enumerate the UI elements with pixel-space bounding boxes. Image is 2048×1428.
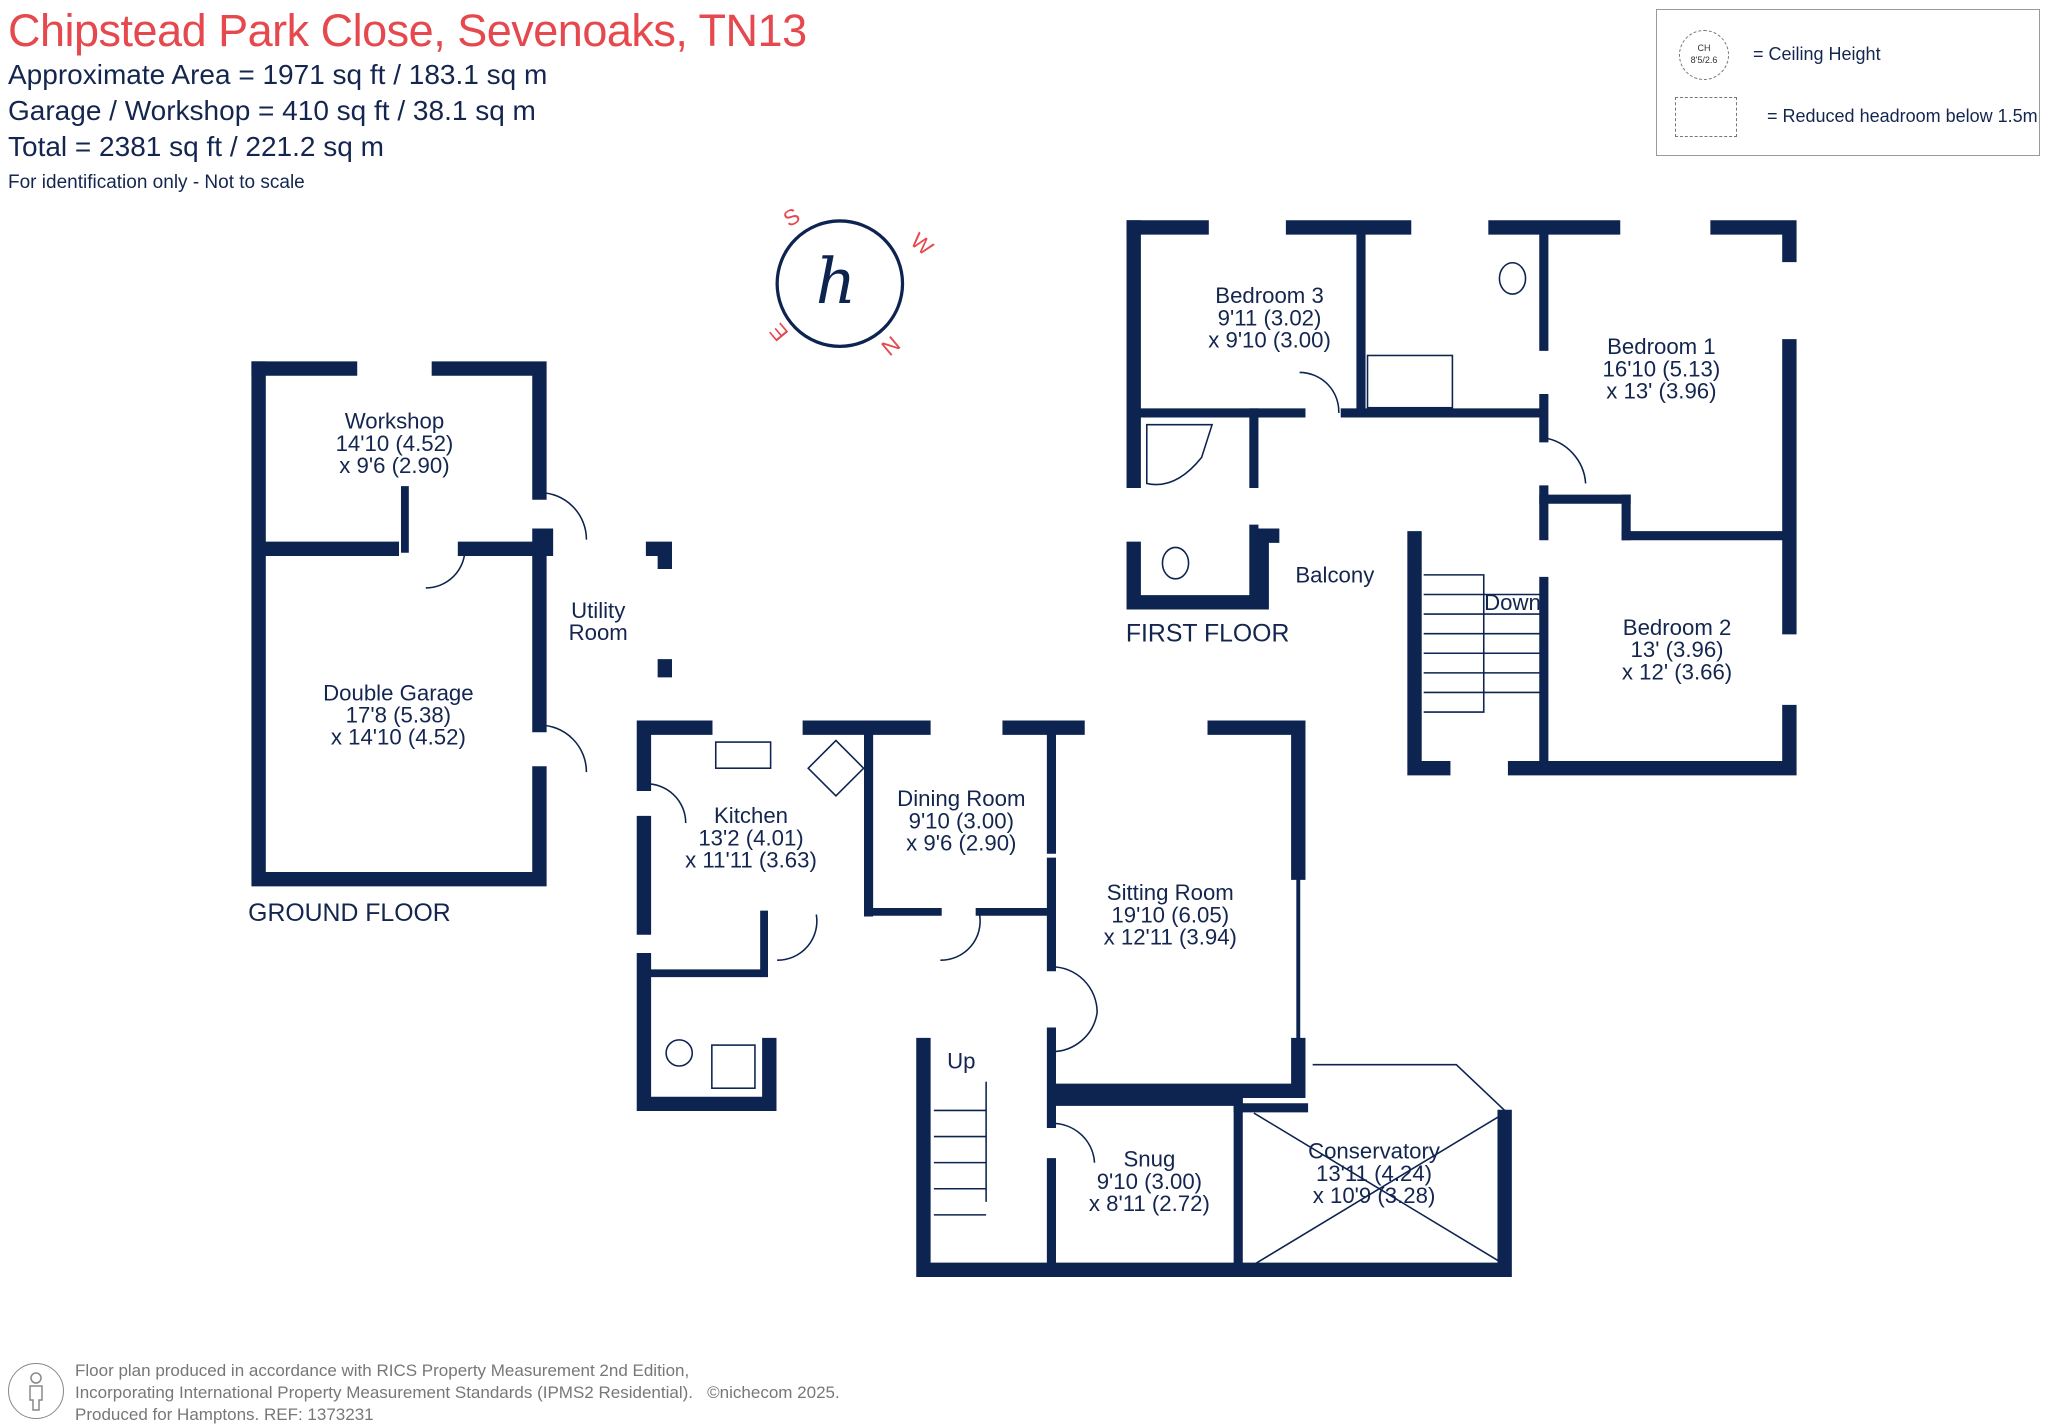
room-dimension: 16'10 (5.13) (1603, 356, 1721, 381)
logo-mark: h (816, 245, 856, 318)
room-bedroom3: Bedroom 39'11 (3.02)x 9'10 (3.00) (1208, 283, 1331, 352)
room-dimension: 19'10 (6.05) (1111, 902, 1229, 927)
footer-line-3: Produced for Hamptons. REF: 1373231 (75, 1405, 374, 1424)
room-name: Double Garage (323, 680, 473, 705)
stair-treads (933, 593, 1542, 1216)
room-dimension: x 9'6 (2.90) (339, 453, 449, 478)
room-name: Utility (571, 598, 626, 623)
header: Chipstead Park Close, Sevenoaks, TN13 Ap… (8, 8, 807, 192)
room-name: Bedroom 3 (1215, 283, 1324, 308)
room-dimension: x 10'9 (3.28) (1313, 1183, 1436, 1208)
compass: h S W N E (765, 203, 938, 361)
room-dimension: 9'10 (3.00) (909, 808, 1014, 833)
ch-example: 8'5/2.6 (1690, 55, 1718, 65)
room-dimension: 13'11 (4.24) (1316, 1161, 1432, 1186)
room-bedroom1: Bedroom 116'10 (5.13)x 13' (3.96) (1603, 334, 1721, 403)
ground-floor-label: GROUND FLOOR (248, 900, 451, 927)
room-balcony: Balcony (1295, 563, 1375, 588)
footer-line-2: Incorporating International Property Mea… (75, 1383, 693, 1402)
room-dimension: x 9'6 (2.90) (906, 830, 1016, 855)
conservatory-roof (1253, 1112, 1506, 1266)
room-bedroom2: Bedroom 213' (3.96)x 12' (3.66) (1622, 615, 1732, 684)
room-dimension: x 12' (3.66) (1622, 659, 1732, 684)
room-name: Conservatory (1308, 1139, 1441, 1164)
room-dimension: x 11'11 (3.63) (685, 847, 817, 872)
room-dimension: 14'10 (4.52) (336, 431, 454, 456)
room-name: Bedroom 1 (1607, 334, 1716, 359)
room-name: Kitchen (714, 803, 788, 828)
ch-label: CH (1697, 43, 1711, 53)
compass-south: S (779, 203, 804, 232)
stairs-down-label: Down (1484, 590, 1541, 615)
reduced-headroom-label: = Reduced headroom below 1.5m (1767, 106, 2038, 126)
room-name: Bedroom 2 (1623, 615, 1732, 640)
room-dimension: x 14'10 (4.52) (331, 725, 466, 750)
stairs-up-label: Up (947, 1049, 975, 1074)
property-title: Chipstead Park Close, Sevenoaks, TN13 (8, 5, 807, 56)
walls (251, 220, 1797, 1277)
legend: CH 8'5/2.6 = Ceiling Height = Reduced hea… (1656, 9, 2040, 156)
compass-ring (775, 219, 905, 348)
compass-north: N (877, 331, 905, 360)
room-dimension: 9'11 (3.02) (1218, 305, 1322, 330)
copyright: ©nichecom 2025. (707, 1383, 840, 1402)
ceiling-height-symbol: CH 8'5/2.6 (1679, 30, 1729, 80)
room-dimension: 17'8 (5.38) (346, 702, 451, 727)
ceiling-height-label: = Ceiling Height (1753, 44, 1881, 64)
garage-area: Garage / Workshop = 410 sq ft / 38.1 sq … (8, 95, 536, 126)
first-floor-label: FIRST FLOOR (1126, 621, 1290, 648)
room-dimension: x 9'10 (3.00) (1208, 328, 1331, 353)
room-dimension: x 12'11 (3.94) (1104, 925, 1237, 950)
approximate-area: Approximate Area = 1971 sq ft / 183.1 sq… (8, 59, 548, 90)
room-dimension: 9'10 (3.00) (1097, 1169, 1202, 1194)
room-dimension: 13' (3.96) (1631, 637, 1724, 662)
total-area: Total = 2381 sq ft / 221.2 sq m (8, 131, 384, 162)
fixtures (425, 261, 1587, 1266)
room-dimension: x 8'11 (2.72) (1089, 1191, 1210, 1216)
room-name: Sitting Room (1107, 880, 1234, 905)
room-name: Workshop (345, 409, 444, 434)
footer-line-1: Floor plan produced in accordance with R… (75, 1361, 690, 1380)
room-dimension: x 13' (3.96) (1606, 379, 1716, 404)
disclaimer: For identification only - Not to scale (8, 172, 305, 193)
room-name: Snug (1123, 1147, 1175, 1172)
room-name: Dining Room (897, 786, 1025, 811)
room-name: Room (569, 620, 628, 645)
room-dimension: 13'2 (4.01) (698, 825, 803, 850)
reduced-headroom-symbol (1675, 97, 1737, 137)
compass-west: W (906, 228, 938, 261)
person-icon (8, 1363, 64, 1419)
